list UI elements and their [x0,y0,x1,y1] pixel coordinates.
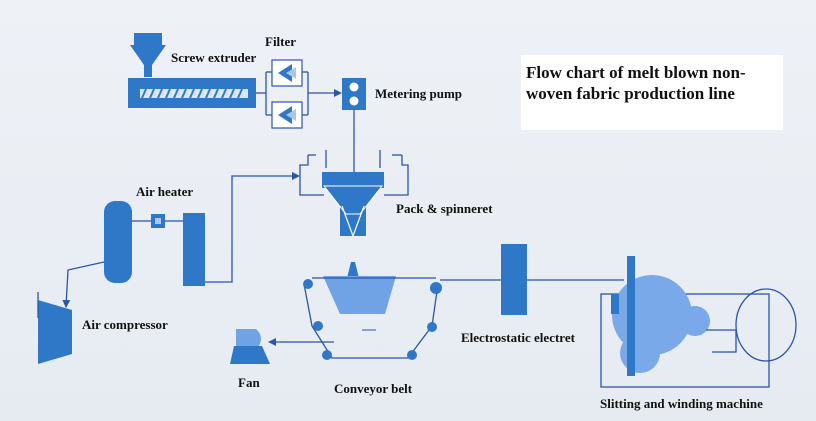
metering-pump [342,78,366,184]
conveyor-belt [303,276,442,360]
electrostatic-electret [501,244,527,315]
title-box [521,55,783,130]
label-air-compressor: Air compressor [82,317,168,332]
label-fan: Fan [238,375,260,390]
label-metering-pump: Metering pump [375,86,463,101]
air-heater [151,213,205,286]
diagram-title: Flow chart of melt blown non-woven fabri… [526,63,746,103]
pack-spinneret [299,150,409,278]
filter-top [271,59,303,87]
slitting-winding-machine [600,256,797,388]
flow-lines-extruder-filter [256,71,342,116]
label-air-heater: Air heater [136,184,194,199]
air-flow-lines [37,172,300,318]
label-slitting-winding: Slitting and winding machine [600,396,763,411]
label-screw-extruder: Screw extruder [171,50,257,65]
fan [230,329,334,364]
label-conveyor-belt: Conveyor belt [334,381,413,396]
label-pack-spinneret: Pack & spinneret [396,201,493,216]
filter-bottom [271,101,303,129]
screw-extruder [128,33,256,108]
label-electrostatic-electret: Electrostatic electret [461,330,575,345]
label-filter: Filter [265,34,297,49]
air-compressor [38,201,132,364]
